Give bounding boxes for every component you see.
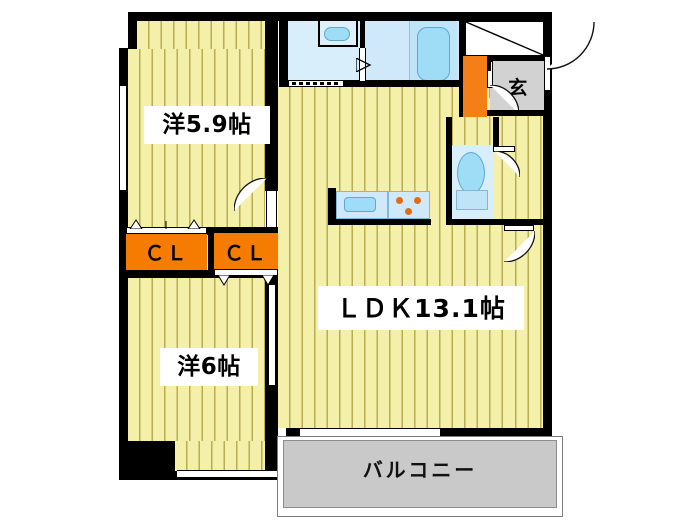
bedroom-2-window-right-2 xyxy=(268,337,276,385)
cooktop-burner-1-icon xyxy=(396,197,403,204)
ldk-entry-door-swing-icon xyxy=(504,231,535,262)
toilet-door-swing-icon xyxy=(494,151,520,177)
washroom-wall-left xyxy=(279,12,288,87)
bedroom-1-floor xyxy=(137,21,265,49)
wash-basin-bowl xyxy=(324,27,350,41)
kitchen-counter-wall-bottom xyxy=(328,219,431,225)
closet-left xyxy=(126,233,207,270)
balcony-label: バルコニー xyxy=(362,458,478,482)
toilet-door-panel[interactable] xyxy=(493,146,515,152)
overhead-storage-diagonal-icon xyxy=(465,21,544,56)
front-door-panel[interactable] xyxy=(544,56,551,91)
entrance-label: 玄 xyxy=(508,76,528,99)
cooktop-burner-2-icon xyxy=(414,197,421,204)
kitchen-counter-wall-left xyxy=(328,188,336,222)
closet-left-door-fold-icon xyxy=(129,219,201,229)
interior-wall-closets-bottom xyxy=(119,270,278,278)
washroom-bath-divider xyxy=(360,12,365,48)
bathtub xyxy=(417,27,450,81)
closet-right-label: ＣＬ xyxy=(224,241,268,265)
bedroom-2-window-bottom-2 xyxy=(233,470,289,478)
toilet-tank xyxy=(456,190,488,210)
bedroom-2-label: 洋6帖 xyxy=(160,348,258,386)
exterior-wall-right xyxy=(543,12,552,436)
ldk-floor-main xyxy=(278,86,504,428)
bedroom-1-window-left xyxy=(119,86,127,132)
front-door-swing-icon xyxy=(547,22,595,70)
bathroom-wall-right xyxy=(459,12,465,87)
entrance-wall-left xyxy=(487,61,491,71)
exterior-wall-top xyxy=(128,12,552,21)
bath-door-arrow-icon xyxy=(356,58,372,72)
ldk-door-header-wall xyxy=(499,219,544,225)
bedroom-2-window-right xyxy=(268,285,276,337)
entrance-inner-door-swing-icon xyxy=(490,85,519,114)
ldk-label: ＬＤＫ13.1帖 xyxy=(318,286,524,330)
toilet-wall-right xyxy=(493,117,499,149)
bedroom-1-door-swing-icon xyxy=(234,178,267,211)
closet-right xyxy=(214,233,278,270)
bedroom-1-label: 洋5.9帖 xyxy=(144,106,270,144)
toilet-bowl xyxy=(457,152,485,194)
interior-wall-bedroom-ldk-upper xyxy=(265,21,278,191)
toilet-wall-left xyxy=(446,117,452,225)
ldk-entry-door-panel[interactable] xyxy=(504,225,534,231)
kitchen-sink-basin xyxy=(344,197,376,212)
bathroom-wall-bottom xyxy=(361,80,463,87)
washroom-door-louver xyxy=(292,82,340,85)
cooktop-burner-3-icon xyxy=(405,208,412,215)
closet-right-door[interactable] xyxy=(214,269,278,276)
shoe-box-outline-left xyxy=(459,56,463,117)
toilet-wall-bottom xyxy=(446,219,499,225)
entrance-wall-top xyxy=(465,56,544,61)
bedroom-1-door-panel[interactable] xyxy=(266,191,277,233)
closet-right-door-fold-icon xyxy=(217,275,275,286)
bedroom-1-window-left-2 xyxy=(119,132,127,190)
exterior-wall-left-main xyxy=(119,48,128,452)
closet-left-label: ＣＬ xyxy=(144,241,189,265)
bedroom-2-floor-lower xyxy=(175,441,278,471)
entrance-wall-bottom xyxy=(487,110,544,116)
closet-divider-wall xyxy=(208,227,214,278)
bedroom-2-window-bottom xyxy=(177,470,233,478)
shoe-box xyxy=(462,56,487,117)
balcony-floor xyxy=(283,440,557,508)
bath-sliding-door[interactable] xyxy=(359,48,366,81)
